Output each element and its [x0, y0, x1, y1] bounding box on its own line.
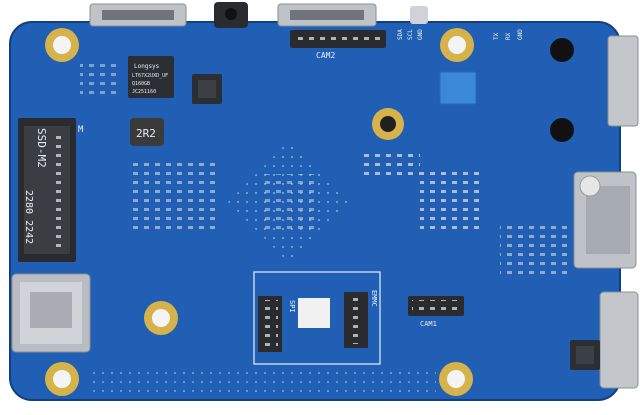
m2-size-label: 2280 2242	[23, 190, 34, 244]
svg-text:Longsys: Longsys	[134, 63, 160, 70]
svg-text:LT67X2UXD_UF: LT67X2UXD_UF	[132, 73, 168, 79]
cam2-connector	[290, 30, 386, 48]
svg-text:RX: RX	[505, 32, 512, 40]
svg-text:SDA: SDA	[397, 29, 404, 40]
gpio-header-holes	[86, 366, 436, 396]
mounting-hole-icon	[439, 362, 473, 396]
m2-slot-label: SSD-M2	[35, 128, 48, 168]
mounting-hole-icon	[144, 301, 178, 335]
spi-label: SPI	[288, 300, 296, 313]
svg-text:GND: GND	[417, 29, 424, 40]
svg-text:TX: TX	[493, 32, 500, 40]
svg-text:JC251160: JC251160	[132, 89, 156, 95]
mounting-hole-icon	[45, 28, 79, 62]
emmc-label: EMMC	[370, 290, 378, 307]
svg-text:Q160GB: Q160GB	[132, 81, 150, 87]
qfn-chip-icon	[192, 74, 222, 104]
ethernet-port	[607, 35, 639, 127]
hdmi-port-2	[277, 3, 377, 27]
usb-port-lower	[599, 291, 639, 389]
flash-chip: Longsys LT67X2UXD_UF Q160GB JC251160	[128, 56, 174, 98]
svg-text:2R2: 2R2	[136, 127, 156, 140]
svg-text:GND: GND	[517, 29, 524, 40]
hdmi-port-1	[89, 3, 187, 27]
top-button	[410, 6, 428, 24]
m2-key-label: M	[78, 125, 84, 135]
cam1-connector	[408, 296, 464, 316]
m2-ssd-slot	[18, 118, 76, 262]
mounting-hole-icon	[372, 108, 404, 140]
mounting-hole-icon	[440, 28, 474, 62]
inductor-2r2: 2R2	[130, 118, 164, 146]
soc-via-field	[228, 140, 352, 264]
cam2-label: CAM2	[316, 51, 335, 60]
cam1-label: CAM1	[420, 320, 437, 328]
svg-text:SCL: SCL	[407, 29, 414, 40]
mounting-hole-icon	[45, 362, 79, 396]
microsd-slot-icon	[11, 273, 91, 353]
emmc-outline	[253, 271, 381, 365]
audio-jack	[214, 2, 248, 28]
